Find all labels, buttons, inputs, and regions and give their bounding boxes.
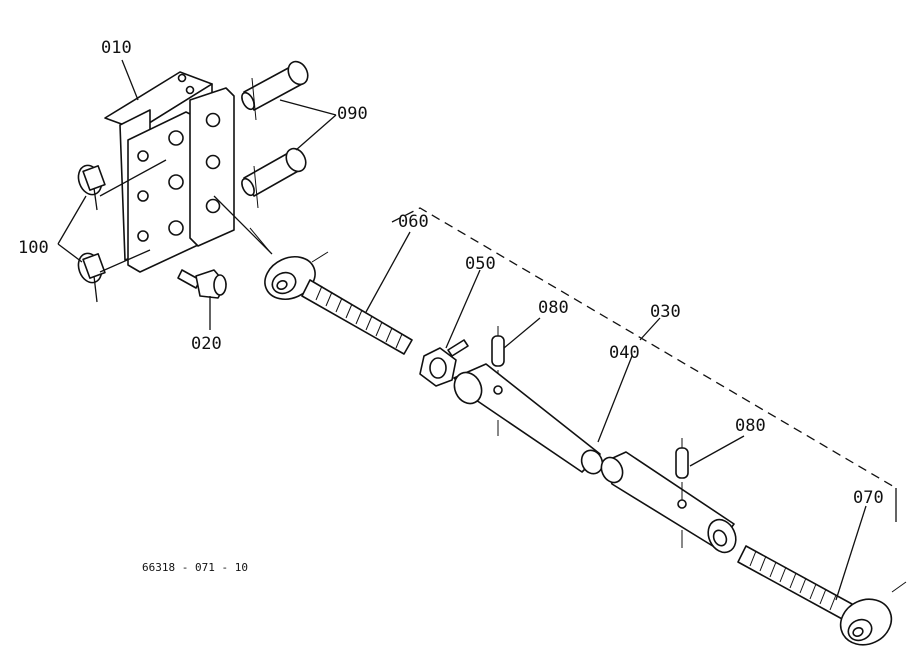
spring-pin-080-lower — [675, 438, 689, 500]
label-080-lower: 080 — [735, 416, 766, 436]
label-010: 010 — [101, 38, 132, 58]
pin-090-upper — [241, 60, 309, 121]
label-090: 090 — [337, 104, 368, 124]
tube-040-lower — [600, 451, 737, 554]
label-040: 040 — [609, 343, 640, 363]
leader-lines — [57, 59, 867, 601]
pin-090-lower — [241, 147, 307, 209]
document-number: 66318 - 071 - 10 — [142, 561, 248, 574]
rod-end-060 — [249, 227, 413, 355]
rod-end-070 — [737, 545, 907, 646]
tube-040-upper — [453, 363, 604, 475]
label-020: 020 — [191, 334, 222, 354]
label-070: 070 — [853, 488, 884, 508]
label-060: 060 — [398, 212, 429, 232]
label-080-upper: 080 — [538, 298, 569, 318]
lynch-pin-100-lower — [77, 252, 106, 303]
label-030: 030 — [650, 302, 681, 322]
thread-060 — [315, 285, 403, 349]
bolt-020 — [177, 269, 227, 299]
label-100: 100 — [18, 238, 49, 258]
label-050: 050 — [465, 254, 496, 274]
bracket-010 — [104, 71, 235, 273]
thread-070 — [749, 550, 837, 611]
assembly-outline-030 — [391, 207, 897, 522]
nut-050 — [419, 339, 469, 387]
lynch-pin-100-upper — [77, 164, 106, 211]
